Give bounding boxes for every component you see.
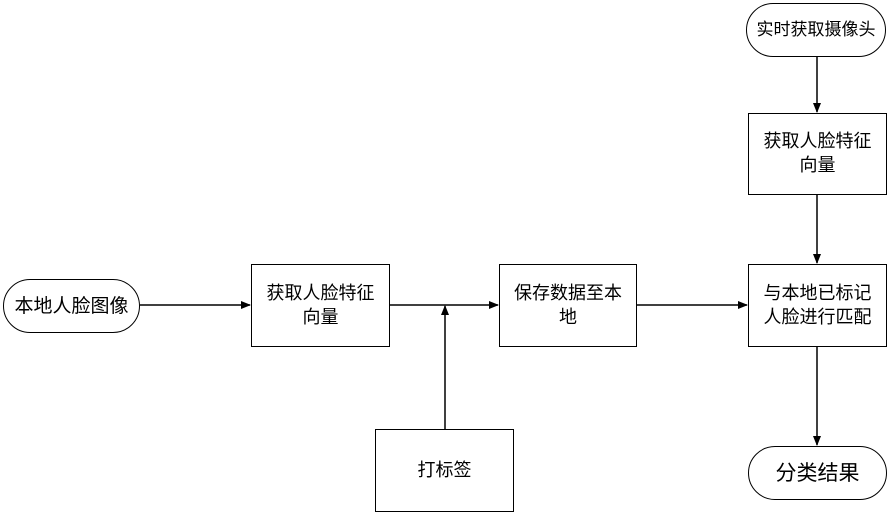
node-label: 打标签 — [417, 459, 472, 481]
node-extract-face-vector-camera: 获取人脸特征向量 — [748, 113, 887, 195]
node-save-data-local: 保存数据至本地 — [499, 264, 637, 347]
node-label-tag: 打标签 — [375, 429, 514, 512]
node-label: 保存数据至本地 — [514, 282, 622, 328]
node-local-face-image: 本地人脸图像 — [3, 279, 140, 333]
node-label: 本地人脸图像 — [14, 295, 129, 317]
node-match-with-local-faces: 与本地已标记人脸进行匹配 — [748, 264, 887, 347]
node-extract-face-vector-local: 获取人脸特征向量 — [251, 264, 390, 347]
node-label: 分类结果 — [775, 461, 860, 485]
node-label: 获取人脸特征向量 — [763, 131, 872, 176]
node-camera-realtime: 实时获取摄像头 — [746, 3, 886, 57]
node-label: 实时获取摄像头 — [756, 19, 876, 40]
node-label: 获取人脸特征向量 — [266, 282, 375, 328]
node-label: 与本地已标记人脸进行匹配 — [763, 282, 872, 328]
node-classification-result: 分类结果 — [748, 446, 887, 500]
